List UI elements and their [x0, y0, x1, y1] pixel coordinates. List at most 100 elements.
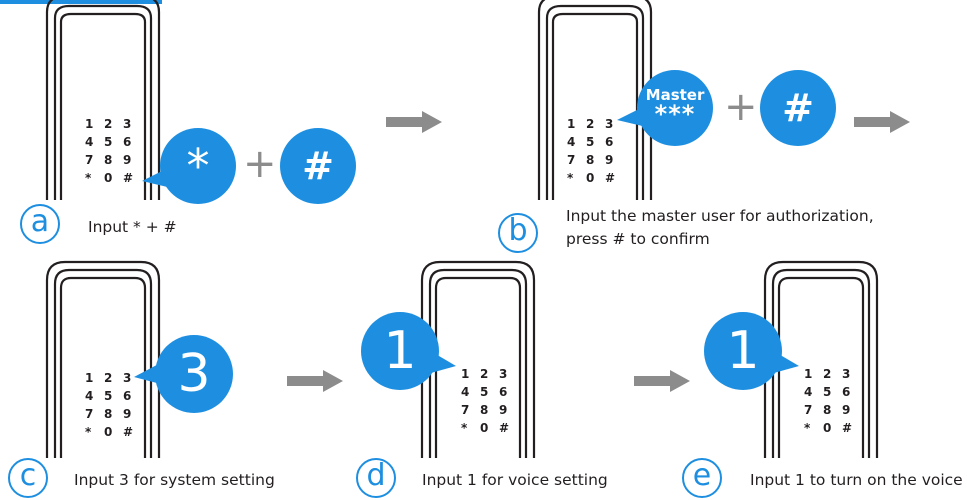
- key-3: 3: [123, 371, 132, 385]
- master-bubble: Master ***: [615, 68, 715, 148]
- three-bubble: 3: [130, 333, 234, 415]
- star-bubble-label: *: [186, 139, 210, 193]
- key-star: *: [461, 421, 468, 435]
- door-lock-icon: [45, 0, 161, 200]
- key-2: 2: [480, 367, 489, 381]
- three-bubble-label: 3: [177, 344, 211, 404]
- arrow-right-icon: [854, 111, 910, 133]
- one-bubble-label: 1: [726, 321, 760, 381]
- key-4: 4: [461, 385, 470, 399]
- key-5: 5: [104, 135, 113, 149]
- hash-bubble: #: [280, 126, 356, 206]
- key-1: 1: [567, 117, 576, 131]
- key-9: 9: [842, 403, 851, 417]
- key-hash: #: [499, 421, 510, 435]
- key-1: 1: [804, 367, 813, 381]
- step-caption-c: Input 3 for system setting: [74, 471, 275, 489]
- keypad: 1 2 3 4 5 6 7 8 9 * 0 #: [567, 115, 624, 187]
- one-bubble-label: 1: [383, 321, 417, 381]
- key-4: 4: [85, 135, 94, 149]
- key-7: 7: [461, 403, 470, 417]
- key-7: 7: [85, 153, 94, 167]
- key-4: 4: [567, 135, 576, 149]
- key-0: 0: [104, 425, 113, 439]
- key-8: 8: [586, 153, 595, 167]
- keypad: 1 2 3 4 5 6 7 8 9 * 0 #: [85, 115, 142, 187]
- master-code: ***: [654, 100, 696, 128]
- key-5: 5: [480, 385, 489, 399]
- hash-bubble: #: [760, 68, 836, 148]
- step-caption-b-line2: press # to confirm: [566, 230, 710, 248]
- key-3: 3: [499, 367, 508, 381]
- key-1: 1: [85, 117, 94, 131]
- key-5: 5: [104, 389, 113, 403]
- key-0: 0: [480, 421, 489, 435]
- key-star: *: [85, 425, 92, 439]
- step-badge-a: a: [20, 204, 60, 244]
- key-3: 3: [123, 117, 132, 131]
- step-caption-d: Input 1 for voice setting: [422, 471, 608, 489]
- top-accent-strip: [0, 0, 162, 4]
- key-8: 8: [104, 407, 113, 421]
- key-hash: #: [123, 171, 134, 185]
- key-0: 0: [823, 421, 832, 435]
- key-4: 4: [804, 385, 813, 399]
- key-7: 7: [85, 407, 94, 421]
- one-bubble: 1: [360, 310, 460, 392]
- arrow-right-icon: [386, 111, 442, 133]
- key-2: 2: [104, 117, 113, 131]
- key-5: 5: [586, 135, 595, 149]
- key-7: 7: [804, 403, 813, 417]
- key-3: 3: [605, 117, 614, 131]
- speech-bubble-shape: [704, 312, 799, 390]
- key-1: 1: [85, 371, 94, 385]
- key-2: 2: [823, 367, 832, 381]
- key-5: 5: [823, 385, 832, 399]
- step-caption-b-line1: Input the master user for authorization,: [566, 207, 874, 225]
- master-bubble-label: Master ***: [637, 68, 713, 148]
- key-6: 6: [842, 385, 851, 399]
- step-badge-b: b: [498, 213, 538, 253]
- key-3: 3: [842, 367, 851, 381]
- keypad: 1 2 3 4 5 6 7 8 9 * 0 #: [85, 369, 142, 441]
- door-lock-icon: [763, 260, 879, 458]
- keypad: 1 2 3 4 5 6 7 8 9 * 0 #: [804, 365, 861, 437]
- key-2: 2: [104, 371, 113, 385]
- key-8: 8: [104, 153, 113, 167]
- key-7: 7: [567, 153, 576, 167]
- key-0: 0: [104, 171, 113, 185]
- key-8: 8: [823, 403, 832, 417]
- step-caption-a: Input * + #: [88, 218, 177, 236]
- key-4: 4: [85, 389, 94, 403]
- key-6: 6: [123, 135, 132, 149]
- door-lock-icon: [45, 260, 161, 458]
- door-lock-icon: [537, 0, 653, 200]
- speech-bubble-shape: [142, 128, 236, 204]
- key-hash: #: [605, 171, 616, 185]
- key-hash: #: [123, 425, 134, 439]
- step-badge-c: c: [8, 458, 48, 498]
- step-badge-e: e: [682, 458, 722, 498]
- key-9: 9: [605, 153, 614, 167]
- key-star: *: [567, 171, 574, 185]
- key-2: 2: [586, 117, 595, 131]
- key-6: 6: [499, 385, 508, 399]
- speech-bubble-shape: [134, 335, 233, 413]
- circle-shape: [760, 70, 836, 146]
- key-hash: #: [842, 421, 853, 435]
- key-9: 9: [123, 153, 132, 167]
- key-star: *: [804, 421, 811, 435]
- step-badge-d: d: [356, 458, 396, 498]
- circle-shape: [280, 128, 356, 204]
- key-9: 9: [499, 403, 508, 417]
- key-0: 0: [586, 171, 595, 185]
- key-8: 8: [480, 403, 489, 417]
- keypad: 1 2 3 4 5 6 7 8 9 * 0 #: [461, 365, 518, 437]
- one-bubble: 1: [703, 310, 803, 392]
- arrow-right-icon: [287, 370, 343, 392]
- key-1: 1: [461, 367, 470, 381]
- key-star: *: [85, 171, 92, 185]
- star-bubble: *: [140, 126, 236, 206]
- hash-bubble-label: #: [302, 144, 334, 188]
- master-label: Master: [645, 86, 705, 104]
